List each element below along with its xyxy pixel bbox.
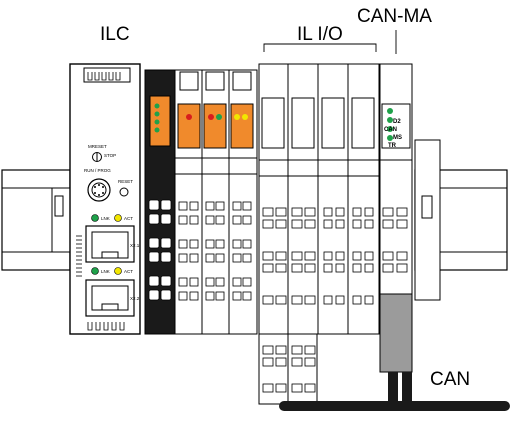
can-bus-cable	[279, 372, 510, 411]
ethernet-port-2[interactable]	[85, 279, 135, 317]
orange-modules	[174, 69, 258, 335]
act-label-1: ACT	[124, 216, 133, 221]
lnk-led-2	[91, 267, 99, 275]
act-label-2: ACT	[124, 269, 133, 274]
reset-button[interactable]	[119, 187, 129, 197]
ethernet-port-1[interactable]	[85, 225, 135, 263]
din-rail-right	[414, 139, 508, 301]
can-connector-plug	[379, 293, 413, 373]
reset-label: RESET	[118, 179, 133, 184]
il-io-bracket	[263, 43, 377, 52]
lnk-label-1: LNK	[101, 216, 110, 221]
stop-label: STOP	[104, 153, 116, 158]
il-io-modules	[258, 63, 380, 405]
act-led-2	[114, 267, 122, 275]
din-rail-left	[1, 169, 71, 271]
lnk-label-2: LNK	[101, 269, 110, 274]
can-led-label-2: CAN	[384, 127, 397, 133]
lnk-led-1	[91, 214, 99, 222]
can-label: CAN	[430, 369, 470, 390]
act-led-1	[114, 214, 122, 222]
il-io-label: IL I/O	[297, 24, 343, 45]
ilc-controller: MRESET STOP RUN / PROG RESET LNK ACT X2.…	[69, 63, 141, 335]
can-led-label-1: D2	[393, 119, 401, 125]
can-led-label-3: MS	[393, 135, 402, 141]
can-ma-module: D2 CAN MS TR	[379, 63, 413, 373]
port-label-2: X2.2	[130, 296, 140, 301]
run-prog-label: RUN / PROG	[84, 168, 111, 173]
can-led-label-4: TR	[388, 143, 397, 149]
mreset-label: MRESET	[88, 144, 107, 149]
can-ma-label: CAN-MA	[357, 6, 432, 27]
power-module	[144, 69, 176, 335]
ilc-label: ILC	[100, 24, 130, 45]
port-label-1: X2.1	[130, 243, 140, 248]
